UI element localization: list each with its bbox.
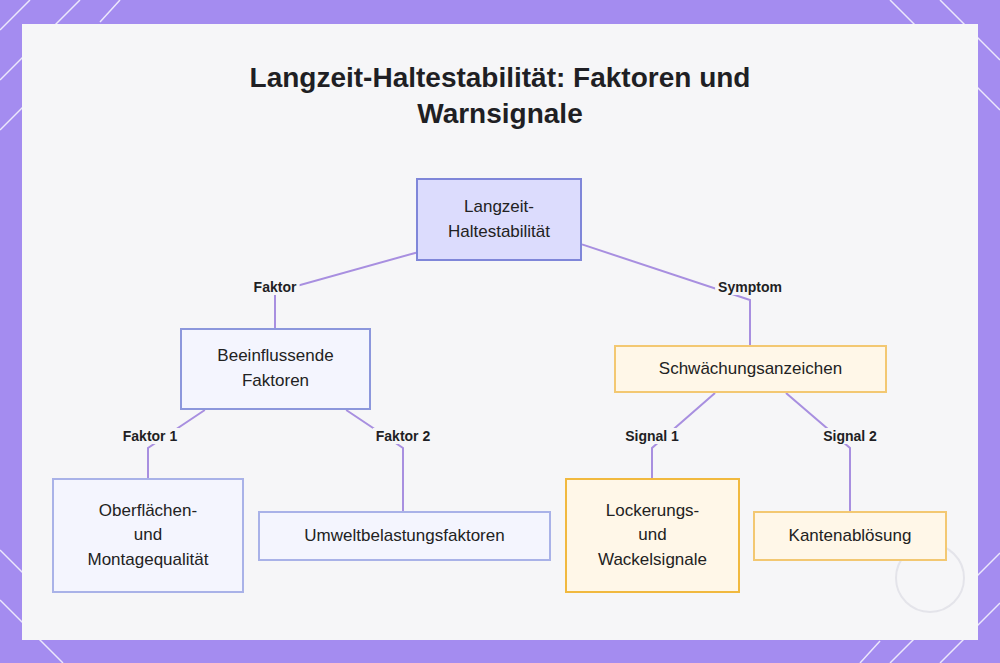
node-label: Umweltbelastungsfaktoren <box>304 524 504 549</box>
edge-label: Faktor <box>251 279 300 295</box>
node-label: Beeinflussende Faktoren <box>201 344 351 393</box>
category-box: Beeinflussende Faktoren <box>180 328 371 410</box>
root-box: Langzeit-Haltestabilität <box>416 178 582 261</box>
edge-label: Signal 1 <box>622 428 682 444</box>
node-label: Schwächungsanzeichen <box>659 357 842 382</box>
factor-box: Umweltbelastungsfaktoren <box>258 511 551 561</box>
node-label: Lockerungs- und Wackelsignale <box>594 499 712 573</box>
connector-line <box>346 410 403 511</box>
edge-label: Symptom <box>715 279 785 295</box>
content-panel <box>22 24 978 640</box>
node-label: Kantenablösung <box>789 524 912 549</box>
signal-box: Kantenablösung <box>753 511 947 561</box>
node-label: Oberflächen- und Montagequalität <box>85 499 211 573</box>
edge-label: Signal 2 <box>820 428 880 444</box>
diagram-title: Langzeit-Haltestabilität: Faktoren und W… <box>240 60 760 133</box>
factor-box: Oberflächen- und Montagequalität <box>52 478 244 593</box>
connector-line <box>786 393 850 511</box>
edge-label: Faktor 2 <box>373 428 433 444</box>
signal-box: Lockerungs- und Wackelsignale <box>565 478 740 593</box>
node-label: Langzeit-Haltestabilität <box>432 195 567 244</box>
edge-label: Faktor 1 <box>120 428 180 444</box>
connector-line <box>148 410 205 478</box>
category-box: Schwächungsanzeichen <box>614 345 887 393</box>
